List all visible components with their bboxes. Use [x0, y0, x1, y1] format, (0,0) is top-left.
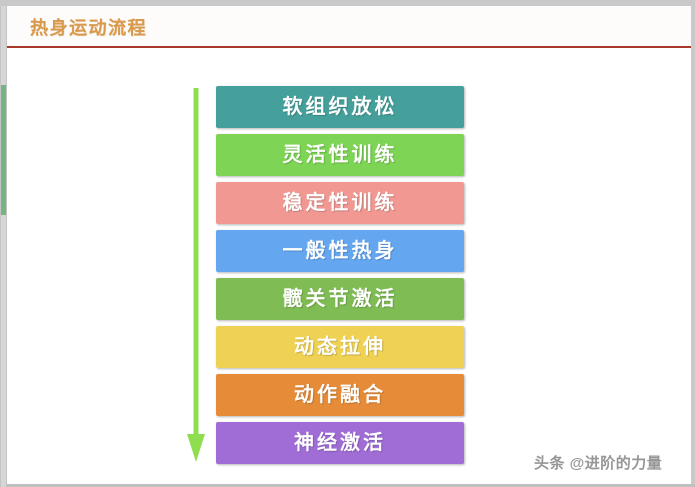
window-right-strip — [691, 6, 695, 487]
page-title: 热身运动流程 — [30, 18, 147, 38]
window-bottom-strip — [0, 484, 695, 487]
scrollbar-track[interactable] — [1, 6, 6, 487]
vertical-scrollbar[interactable] — [0, 6, 7, 487]
scrollbar-thumb[interactable] — [1, 85, 6, 215]
flow-step-label: 动作融合 — [294, 384, 386, 406]
flow-step[interactable]: 一般性热身 — [216, 230, 464, 272]
flow-step[interactable]: 灵活性训练 — [216, 134, 464, 176]
header-divider — [7, 46, 691, 48]
flow-step-label: 髋关节激活 — [282, 288, 398, 310]
flow-step-label: 稳定性训练 — [282, 192, 398, 214]
flow-step[interactable]: 髋关节激活 — [216, 278, 464, 320]
slide-header: 热身运动流程 — [7, 6, 691, 47]
watermark: 头条 @进阶的力量 — [534, 455, 663, 472]
flow-step-label: 一般性热身 — [282, 240, 398, 262]
flow-step-label: 软组织放松 — [282, 96, 398, 118]
flow-step[interactable]: 稳定性训练 — [216, 182, 464, 224]
flow-step[interactable]: 动作融合 — [216, 374, 464, 416]
slide-canvas: 软组织放松 灵活性训练 稳定性训练 一般性热身 髋关节激活 动态拉伸 动作融合 … — [7, 48, 691, 484]
flow-step-label: 灵活性训练 — [282, 144, 398, 166]
flow-step-list: 软组织放松 灵活性训练 稳定性训练 一般性热身 髋关节激活 动态拉伸 动作融合 … — [216, 86, 464, 470]
flow-down-arrow-icon — [187, 88, 205, 462]
flow-step[interactable]: 动态拉伸 — [216, 326, 464, 368]
flow-step-label: 动态拉伸 — [294, 336, 386, 358]
flow-step-label: 神经激活 — [294, 432, 386, 454]
flow-step[interactable]: 软组织放松 — [216, 86, 464, 128]
flow-step[interactable]: 神经激活 — [216, 422, 464, 464]
